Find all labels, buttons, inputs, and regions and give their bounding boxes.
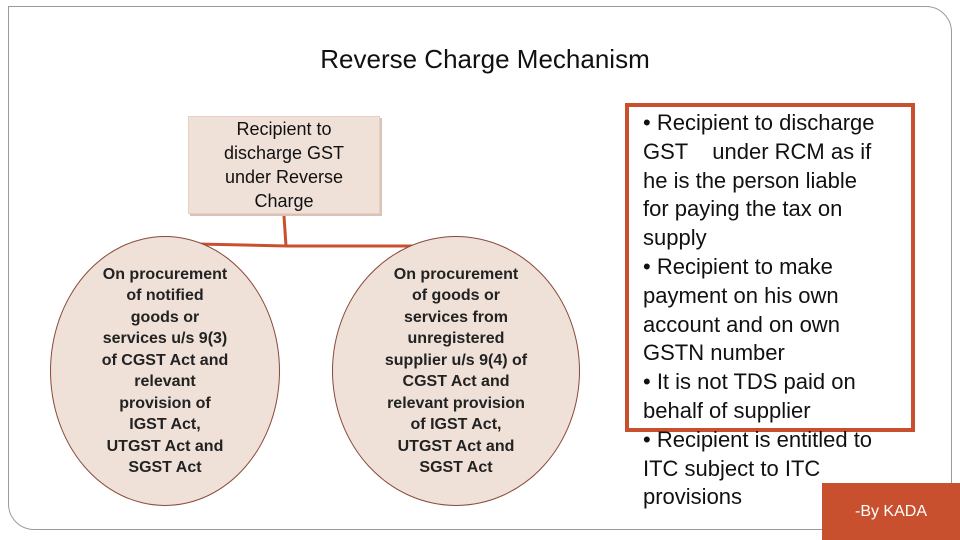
right-leaf-line: of goods or xyxy=(412,287,500,304)
notes-line: • Recipient is entitled to xyxy=(643,426,873,452)
left-leaf-line: SGST Act xyxy=(128,459,202,476)
left-leaf-line: of notified xyxy=(126,287,204,304)
left-leaf-node: On procurement of notified goods or serv… xyxy=(50,236,280,506)
notes-line: • Recipient to make xyxy=(643,253,833,279)
left-leaf-line: goods or xyxy=(130,308,200,326)
notes-line: account and on own xyxy=(643,311,840,337)
notes-text: • Recipient to discharge GST under RCM a… xyxy=(643,109,943,512)
slide-title: Reverse Charge Mechanism xyxy=(320,44,650,74)
right-leaf-line: supplier u/s 9(4) of xyxy=(384,351,528,369)
notes-line: payment on his own xyxy=(643,282,839,308)
left-leaf-line: On procurement xyxy=(102,265,228,283)
right-leaf-line: relevant provision xyxy=(387,394,525,412)
author-credit-badge: -By KADA xyxy=(822,483,960,540)
notes-line: he is the person liable xyxy=(643,167,858,193)
left-leaf-line: of CGST Act and xyxy=(101,351,229,369)
left-leaf-line: UTGST Act and xyxy=(106,437,224,455)
notes-line: • It is not TDS paid on xyxy=(643,369,856,395)
right-leaf-line: of IGST Act, xyxy=(410,416,502,433)
root-line: Charge xyxy=(254,191,314,211)
left-leaf-line: services u/s 9(3) xyxy=(102,330,228,347)
root-line: under Reverse xyxy=(224,167,344,187)
right-leaf-line: CGST Act and xyxy=(402,373,510,390)
notes-line: supply xyxy=(643,225,707,251)
root-line: Recipient to xyxy=(236,119,332,139)
right-leaf-line: services from xyxy=(403,308,509,326)
root-line: discharge GST xyxy=(223,143,345,163)
root-node: Recipient to discharge GST under Reverse… xyxy=(188,116,380,214)
left-leaf-line: provision of xyxy=(119,394,211,412)
right-leaf-node: On procurement of goods or services from… xyxy=(332,236,580,506)
notes-box-border xyxy=(625,103,915,432)
notes-line: for paying the tax on xyxy=(643,196,843,222)
slide-frame xyxy=(8,6,952,530)
notes-line: GSTN number xyxy=(643,340,785,366)
notes-line: ITC subject to ITC xyxy=(643,455,821,481)
right-leaf-line: UTGST Act and xyxy=(397,437,515,455)
notes-line: behalf of supplier xyxy=(643,397,811,423)
right-leaf-line: unregistered xyxy=(407,330,505,347)
left-leaf-line: relevant xyxy=(134,373,196,390)
notes-line: • Recipient to discharge xyxy=(643,110,875,135)
left-leaf-line: IGST Act, xyxy=(129,416,201,433)
right-leaf-line: On procurement xyxy=(393,265,519,283)
notes-line: GST under RCM as if xyxy=(643,138,872,164)
right-leaf-line: SGST Act xyxy=(419,459,493,476)
notes-line: provisions xyxy=(643,484,743,510)
